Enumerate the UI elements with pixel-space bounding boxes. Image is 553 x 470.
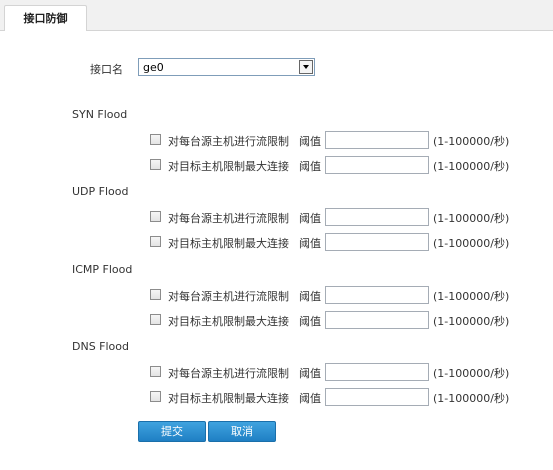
- syn-dest-limit-checkbox[interactable]: [150, 159, 161, 170]
- section-title-icmp: ICMP Flood: [72, 263, 133, 276]
- udp-dest-limit-label: 对目标主机限制最大连接: [168, 237, 289, 250]
- udp-source-limit-row: 对每台源主机进行流限制 阈值 (1-100000/秒): [150, 208, 530, 226]
- range-hint: (1-100000/秒): [433, 290, 510, 303]
- range-hint: (1-100000/秒): [433, 367, 510, 380]
- dns-source-limit-label: 对每台源主机进行流限制: [168, 367, 289, 380]
- udp-dest-threshold-input[interactable]: [325, 233, 429, 251]
- dns-dest-limit-checkbox[interactable]: [150, 391, 161, 402]
- udp-source-limit-label: 对每台源主机进行流限制: [168, 212, 289, 225]
- icmp-dest-limit-checkbox[interactable]: [150, 314, 161, 325]
- dns-source-limit-row: 对每台源主机进行流限制 阈值 (1-100000/秒): [150, 363, 530, 381]
- udp-dest-limit-row: 对目标主机限制最大连接 阈值 (1-100000/秒): [150, 233, 530, 251]
- range-hint: (1-100000/秒): [433, 135, 510, 148]
- syn-source-limit-checkbox[interactable]: [150, 134, 161, 145]
- udp-source-threshold-input[interactable]: [325, 208, 429, 226]
- syn-source-limit-label: 对每台源主机进行流限制: [168, 135, 289, 148]
- icmp-source-limit-checkbox[interactable]: [150, 289, 161, 300]
- syn-dest-limit-label: 对目标主机限制最大连接: [168, 160, 289, 173]
- dns-dest-limit-label: 对目标主机限制最大连接: [168, 392, 289, 405]
- interface-select-value: ge0: [143, 61, 164, 74]
- range-hint: (1-100000/秒): [433, 237, 510, 250]
- interface-select[interactable]: ge0: [138, 58, 315, 76]
- threshold-label: 阈值: [299, 160, 321, 173]
- icmp-dest-limit-label: 对目标主机限制最大连接: [168, 315, 289, 328]
- tab-interface-defense[interactable]: 接口防御: [4, 5, 87, 31]
- icmp-dest-limit-row: 对目标主机限制最大连接 阈值 (1-100000/秒): [150, 311, 530, 329]
- chevron-down-icon[interactable]: [299, 60, 313, 74]
- threshold-label: 阈值: [299, 135, 321, 148]
- interface-label: 接口名: [90, 63, 123, 76]
- dns-source-threshold-input[interactable]: [325, 363, 429, 381]
- submit-button[interactable]: 提交: [138, 421, 206, 442]
- range-hint: (1-100000/秒): [433, 315, 510, 328]
- section-title-dns: DNS Flood: [72, 340, 130, 353]
- section-title-udp: UDP Flood: [72, 185, 129, 198]
- threshold-label: 阈值: [299, 367, 321, 380]
- dns-dest-limit-row: 对目标主机限制最大连接 阈值 (1-100000/秒): [150, 388, 530, 406]
- range-hint: (1-100000/秒): [433, 392, 510, 405]
- syn-source-limit-row: 对每台源主机进行流限制 阈值 (1-100000/秒): [150, 131, 530, 149]
- syn-dest-threshold-input[interactable]: [325, 156, 429, 174]
- icmp-dest-threshold-input[interactable]: [325, 311, 429, 329]
- range-hint: (1-100000/秒): [433, 160, 510, 173]
- cancel-button[interactable]: 取消: [208, 421, 276, 442]
- threshold-label: 阈值: [299, 315, 321, 328]
- dns-source-limit-checkbox[interactable]: [150, 366, 161, 377]
- udp-dest-limit-checkbox[interactable]: [150, 236, 161, 247]
- icmp-source-limit-row: 对每台源主机进行流限制 阈值 (1-100000/秒): [150, 286, 530, 304]
- udp-source-limit-checkbox[interactable]: [150, 211, 161, 222]
- syn-dest-limit-row: 对目标主机限制最大连接 阈值 (1-100000/秒): [150, 156, 530, 174]
- icmp-source-limit-label: 对每台源主机进行流限制: [168, 290, 289, 303]
- icmp-source-threshold-input[interactable]: [325, 286, 429, 304]
- tab-bar: 接口防御: [0, 0, 553, 31]
- threshold-label: 阈值: [299, 212, 321, 225]
- syn-source-threshold-input[interactable]: [325, 131, 429, 149]
- threshold-label: 阈值: [299, 237, 321, 250]
- threshold-label: 阈值: [299, 392, 321, 405]
- dns-dest-threshold-input[interactable]: [325, 388, 429, 406]
- threshold-label: 阈值: [299, 290, 321, 303]
- range-hint: (1-100000/秒): [433, 212, 510, 225]
- section-title-syn: SYN Flood: [72, 108, 128, 121]
